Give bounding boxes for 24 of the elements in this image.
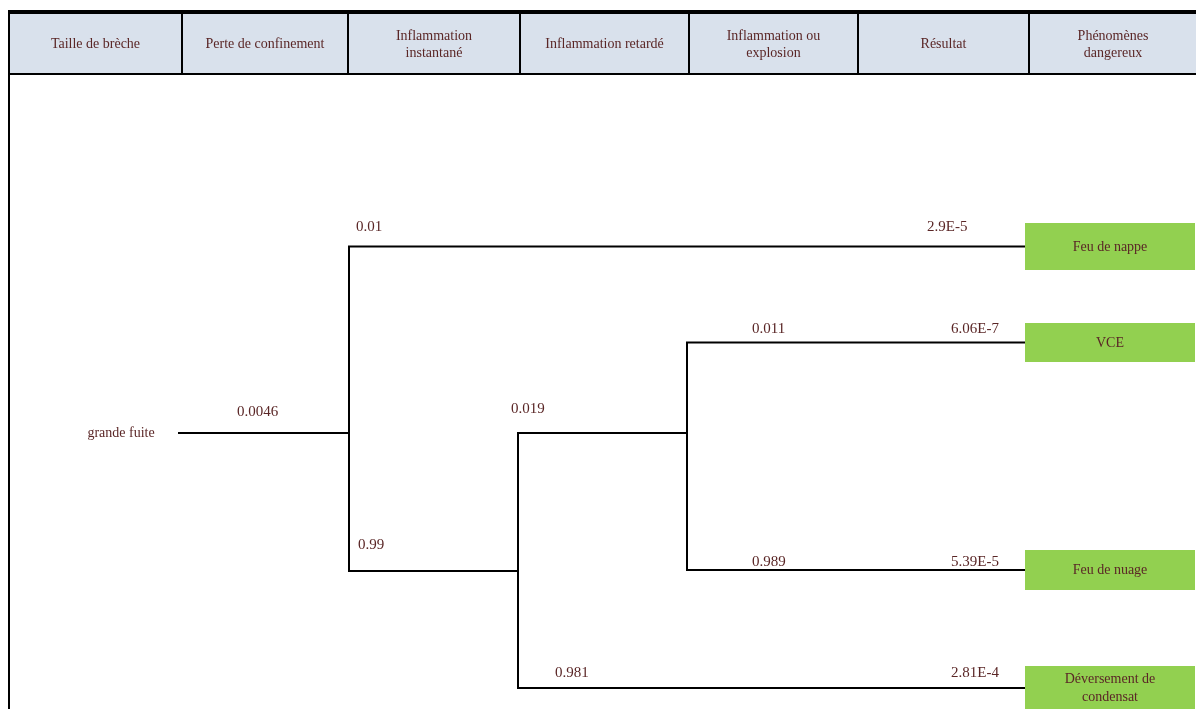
branch-line [177,432,1026,689]
probability-label: 0.011 [752,320,786,336]
probability-label: 0.01 [356,218,383,234]
column-header: Phénomènes dangereux [1028,12,1196,75]
outcome-box: Feu de nuage [1025,550,1195,590]
event-label: grande fuite [64,423,178,443]
probability-label: 0.0046 [237,403,279,419]
probability-label: 0.019 [511,400,545,416]
outcome-box: VCE [1025,323,1195,362]
outcome-box: Feu de nappe [1025,223,1195,270]
column-header: Perte de confinement [181,12,349,75]
column-header: Inflammation instantané [347,12,521,75]
column-header: Inflammation ou explosion [688,12,859,75]
outcome-box: Déversement de condensat [1025,666,1195,709]
probability-label: 0.99 [358,536,385,552]
column-header: Inflammation retardé [519,12,690,75]
column-header: Résultat [857,12,1030,75]
edge-label: 5.39E-5 [949,553,1001,569]
edge-label: 6.06E-7 [949,320,1001,336]
edge-label: 2.9E-5 [925,218,970,234]
edge-label: 2.81E-4 [949,664,1001,680]
column-header: Taille de brèche [8,12,183,75]
probability-label: 0.981 [555,664,589,680]
probability-label: 0.989 [752,553,786,569]
